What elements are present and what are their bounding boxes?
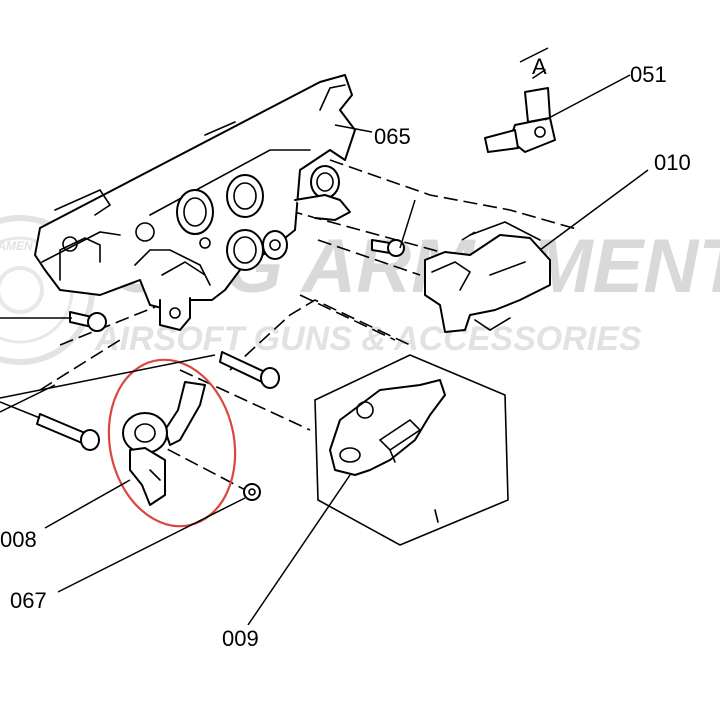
selector-plate-010: [424, 221, 551, 333]
watermark-seal-text: ARMAMENT: [0, 239, 42, 253]
trigger-plate-009: [314, 354, 509, 546]
screw-long-upper: [219, 351, 280, 389]
watermark-sub-text: AIRSOFT GUNS & ACCESSORIES: [94, 320, 642, 358]
screw-long-lower: [36, 413, 100, 451]
leader-lines: [0, 47, 649, 626]
assembly-dashed-lines: [39, 159, 581, 496]
callout-051: 051: [630, 62, 667, 87]
trigger-lever-008: [122, 381, 206, 506]
callout-009: 009: [222, 626, 259, 651]
gearbox-frame-065: [34, 74, 356, 331]
callout-067: 067: [10, 588, 47, 613]
callout-010: 010: [654, 150, 691, 175]
screw-upper-right: [371, 239, 405, 257]
screw-small-067: [243, 483, 261, 501]
callout-008: 008: [0, 527, 37, 552]
trigger-contact-051: [484, 69, 556, 153]
view-marker-label: A: [532, 54, 547, 79]
callout-065: 065: [374, 124, 411, 149]
